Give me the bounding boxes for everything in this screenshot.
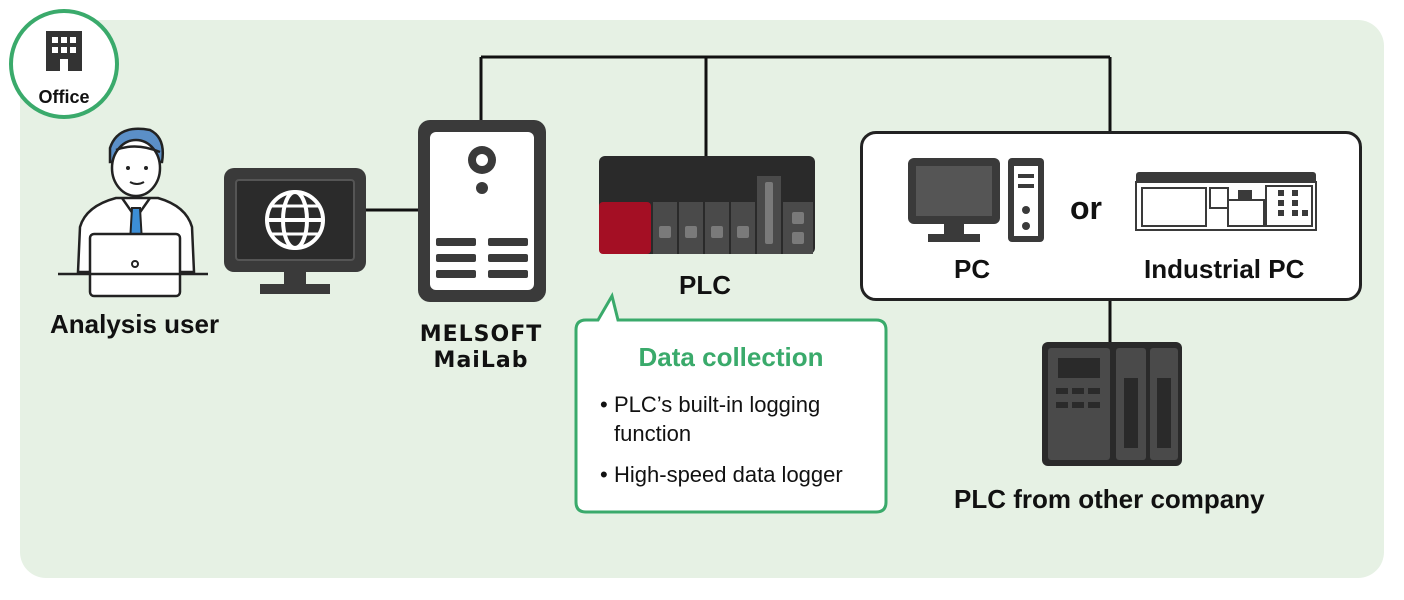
callout-item-2-text: High-speed data logger [614,462,843,487]
callout-item-1-cont: function [614,419,691,449]
or-label: or [1070,190,1102,226]
browser-monitor-icon [224,168,366,294]
third-party-plc-icon [1042,342,1182,466]
server-icon [418,120,546,302]
industrial-pc-label: Industrial PC [1144,254,1305,284]
callout-title: Data collection [638,342,824,372]
building-icon [46,31,82,71]
callout-item-2: •High-speed data logger [600,462,843,487]
analysis-user-label: Analysis user [50,309,220,339]
industrial-pc-icon [1135,172,1317,231]
desktop-pc-icon [908,158,1044,242]
callout-item-1-text: PLC’s built-in logging [614,392,821,417]
pc-label: PC [954,254,991,284]
melsoft-mailab-label: MELSOFT MaiLab [400,322,562,374]
plc-rack-icon [599,156,815,254]
other-plc-label: PLC from other company [954,484,1265,514]
office-label: Office [38,87,90,107]
office-badge: Office [9,9,119,119]
callout-item-1-cont-text: function [614,421,692,446]
melsoft-label: MELSOFT [419,322,543,347]
plc-label: PLC [679,270,731,300]
user-with-laptop-icon [58,127,208,298]
callout-item-1: •PLC’s built-in logging [600,392,821,417]
mailab-label: MaiLab [433,348,529,373]
